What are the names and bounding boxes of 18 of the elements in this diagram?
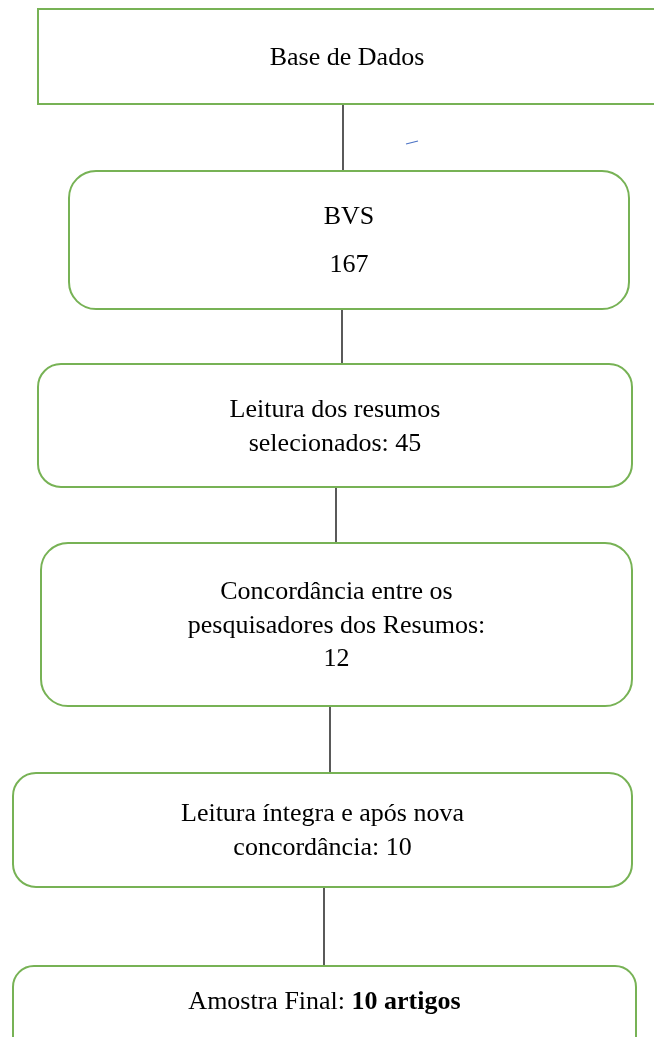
process-box [68,170,630,310]
node-text: Concordância entre os pesquisadores dos Resumos: 12 [186,574,487,675]
node-text: Base de Dados [268,40,426,73]
connector-line [342,104,344,171]
header-box [37,8,654,105]
connector-line [323,887,325,966]
process-box [12,772,633,888]
node-text: 167 [328,248,370,280]
node-text: Leitura íntegra e após nova concordância: 10 [180,797,465,863]
process-box [12,965,637,1037]
connector-line [329,706,331,773]
connector-line [341,309,343,364]
node-text: BVS [322,200,376,233]
process-box [40,542,633,707]
node-text: Amostra Final: 10 artigos [187,985,462,1018]
node-text: Leitura dos resumos selecionados: 45 [228,392,442,459]
process-box [37,363,633,488]
connector-line [335,487,337,543]
